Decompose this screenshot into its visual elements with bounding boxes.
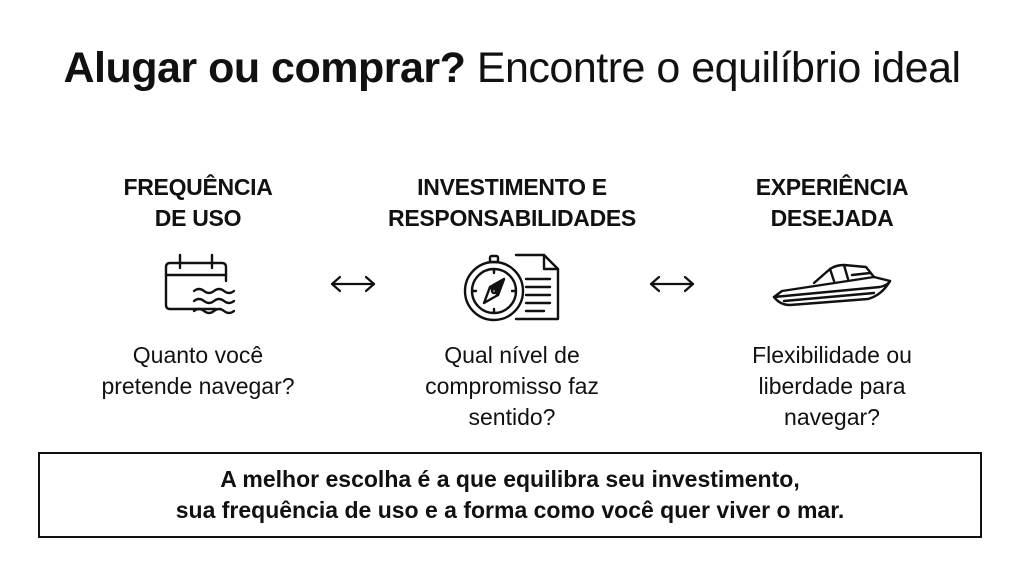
double-arrow-icon <box>648 272 696 296</box>
compass-document-icon <box>372 244 652 330</box>
page-title: Alugar ou comprar? Encontre o equilíbrio… <box>0 40 1024 96</box>
column-title: INVESTIMENTO E RESPONSABILIDADES <box>388 174 636 231</box>
double-arrow-icon <box>329 272 377 296</box>
title-subtitle: Encontre o equilíbrio ideal <box>476 44 961 92</box>
column-question: Flexibilidade ou liberdade para navegar? <box>752 342 912 430</box>
summary-text: A melhor escolha é a que equilibra seu i… <box>175 466 845 523</box>
summary-box: A melhor escolha é a que equilibra seu i… <box>38 452 982 538</box>
calendar-waves-icon <box>58 244 338 330</box>
column-question: Qual nível de compromisso faz sentido? <box>425 342 599 430</box>
column-desired-experience: EXPERIÊNCIA DESEJADA Flexibilidade ou li… <box>692 172 972 433</box>
title-question: Alugar ou comprar? <box>63 44 466 92</box>
speedboat-icon <box>692 244 972 330</box>
column-investment: INVESTIMENTO E RESPONSABILIDADES Qual ní… <box>372 172 652 433</box>
column-question: Quanto você pretende navegar? <box>101 342 295 399</box>
column-title: FREQUÊNCIA DE USO <box>123 174 273 231</box>
column-usage-frequency: FREQUÊNCIA DE USO Quanto você pretende n… <box>58 172 338 402</box>
column-title: EXPERIÊNCIA DESEJADA <box>755 174 909 231</box>
